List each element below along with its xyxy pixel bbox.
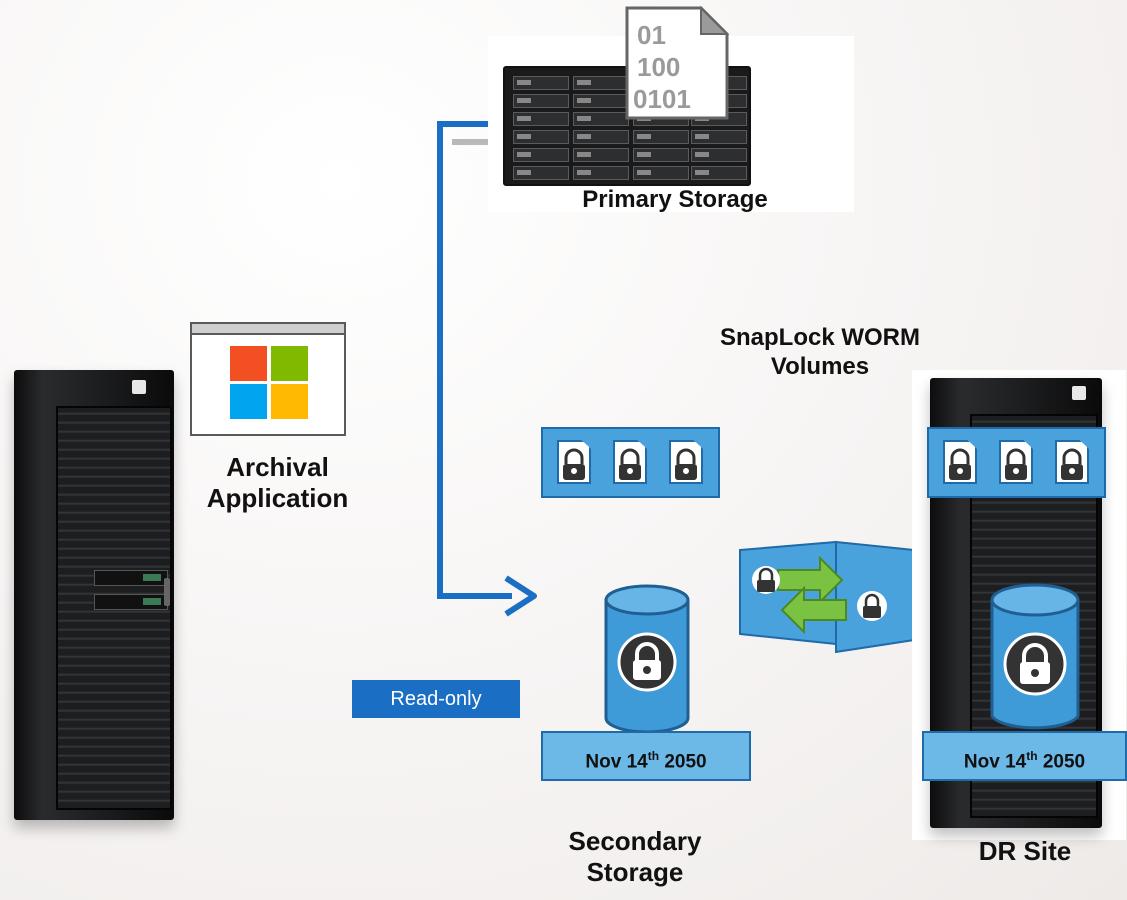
- archival-label-line1: Archival: [226, 452, 329, 482]
- secondary-retention-date: Nov 14th 2050: [541, 731, 751, 781]
- secondary-date-prefix: Nov 14: [585, 751, 648, 773]
- secondary-date-sup: th: [647, 749, 660, 763]
- dr-date-prefix: Nov 14: [963, 751, 1027, 773]
- windows-tile-blue: [230, 384, 267, 419]
- snaplock-label-line2: Volumes: [770, 352, 870, 380]
- archival-label-line2: Application: [206, 483, 349, 514]
- snaplock-worm-label: SnapLock WORM Volumes: [670, 324, 970, 382]
- dr-worm-files: [927, 427, 1106, 498]
- secondary-volume-cylinder: [604, 584, 690, 734]
- primary-storage-label: Primary Storage: [582, 186, 768, 213]
- secondary-worm-files: [541, 427, 720, 498]
- archival-application-label: Archival Application: [180, 452, 375, 514]
- windows-tile-yellow: [271, 384, 308, 419]
- snaplock-label-line1: SnapLock WORM: [719, 324, 920, 351]
- dr-date-sup: th: [1026, 749, 1038, 763]
- netapp-logo-icon: [132, 380, 146, 394]
- dr-site-label: DR Site: [978, 836, 1072, 866]
- binary-file-icon: 01 100 0101: [625, 6, 730, 120]
- application-window-icon: [190, 322, 346, 436]
- rack-handle: [164, 578, 170, 606]
- snapmirror-replication-icon: [739, 540, 915, 654]
- binary-line-2: 100: [637, 52, 680, 82]
- dr-date-suffix: 2050: [1037, 751, 1086, 773]
- lock-icon: [563, 448, 697, 480]
- windows-tile-red: [230, 346, 267, 381]
- dr-volume-cylinder: [990, 583, 1080, 730]
- secondary-label-line1: Secondary: [568, 826, 702, 856]
- archival-server-rack: [14, 370, 174, 820]
- netapp-logo-icon: [1072, 386, 1086, 400]
- secondary-label-line2: Storage: [586, 857, 684, 888]
- secondary-date-suffix: 2050: [659, 751, 707, 773]
- locked-file-icon: [943, 440, 977, 484]
- secondary-storage-label: Secondary Storage: [530, 826, 740, 888]
- connector-arrowhead-icon: [504, 575, 537, 617]
- windows-tile-green: [271, 346, 308, 381]
- binary-line-3: 0101: [633, 84, 691, 114]
- primary-to-secondary-connector: [437, 121, 512, 599]
- binary-line-1: 01: [637, 20, 666, 50]
- lock-icon: [949, 448, 1083, 480]
- read-only-badge: Read-only: [352, 680, 520, 718]
- dr-retention-date: Nov 14th 2050: [922, 731, 1127, 781]
